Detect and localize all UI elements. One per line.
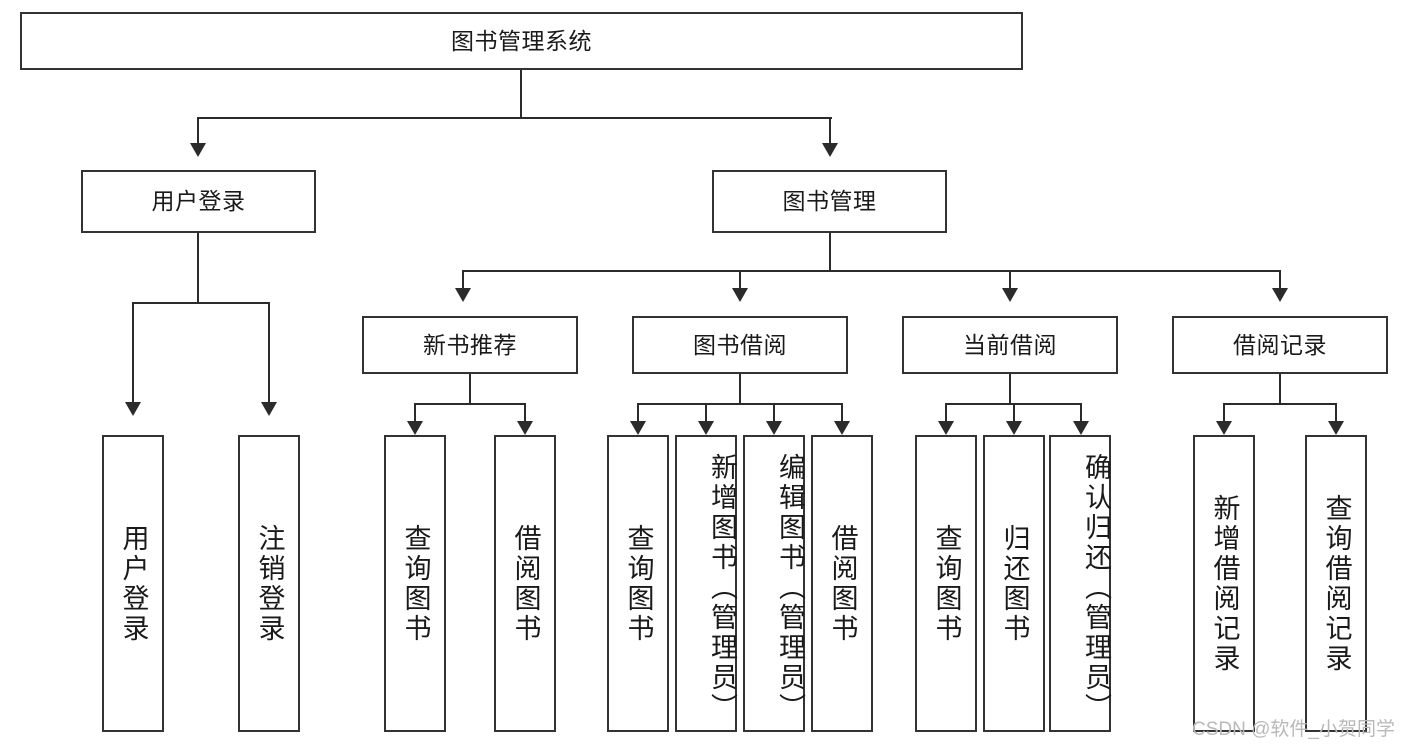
leaf-return-book[interactable]: 归还图书 <box>983 435 1045 732</box>
arrowhead-leaf-user-login <box>125 402 141 416</box>
connector-new-book-bus <box>415 403 525 405</box>
node-label: 归还图书 <box>999 523 1030 644</box>
connector-drop-book-mgmt <box>829 117 831 145</box>
node-label: 确认归还（管理员） <box>1081 452 1111 723</box>
connector-book-borrow-bus <box>638 403 842 405</box>
node-label: 用户登录 <box>118 523 149 644</box>
node-borrow-record[interactable]: 借阅记录 <box>1172 316 1388 374</box>
arrowhead-leaf-return-book <box>1006 421 1022 435</box>
node-label: 查询图书 <box>931 523 962 644</box>
arrowhead-leaf-add-record <box>1216 421 1232 435</box>
leaf-confirm-return-admin[interactable]: 确认归还（管理员） <box>1049 435 1111 732</box>
node-label: 当前借阅 <box>963 331 1057 358</box>
arrowhead-book-borrow <box>732 288 748 302</box>
connector-user-login-leaf1 <box>132 302 134 404</box>
node-label: 借阅图书 <box>827 523 858 644</box>
connector-root-stem <box>520 70 522 118</box>
node-root-system[interactable]: 图书管理系统 <box>20 12 1023 70</box>
arrowhead-user-login <box>190 143 206 157</box>
connector-drop-user-login <box>197 117 199 145</box>
arrowhead-new-book <box>455 288 471 302</box>
connector-current-borrow-stem <box>1009 374 1011 404</box>
leaf-query-borrow-record[interactable]: 查询借阅记录 <box>1305 435 1367 732</box>
arrowhead-current-borrow <box>1002 288 1018 302</box>
arrowhead-leaf-query-record <box>1328 421 1344 435</box>
node-label: 图书借阅 <box>693 331 787 358</box>
connector-current-borrow-leaf1 <box>945 403 947 423</box>
arrowhead-leaf-confirm-return <box>1073 421 1089 435</box>
leaf-logout[interactable]: 注销登录 <box>238 435 300 732</box>
connector-borrow-record-leaf2 <box>1335 403 1337 423</box>
leaf-query-book-current[interactable]: 查询图书 <box>915 435 977 732</box>
connector-book-mgmt-stem <box>829 233 831 271</box>
watermark-text: CSDN @软件_小贺同学 <box>1192 719 1395 740</box>
node-label: 编辑图书（管理员） <box>775 452 805 723</box>
connector-drop-borrow-record <box>1279 270 1281 290</box>
connector-borrow-record-leaf1 <box>1223 403 1225 423</box>
connector-current-borrow-leaf2 <box>1013 403 1015 423</box>
connector-new-book-leaf1 <box>414 403 416 423</box>
node-label: 借阅图书 <box>510 523 541 644</box>
node-label: 图书管理 <box>782 188 877 215</box>
leaf-add-borrow-record[interactable]: 新增借阅记录 <box>1193 435 1255 732</box>
node-book-borrow[interactable]: 图书借阅 <box>632 316 848 374</box>
leaf-query-book-borrow[interactable]: 查询图书 <box>607 435 669 732</box>
connector-borrow-record-stem <box>1279 374 1281 404</box>
node-label: 新增图书（管理员） <box>707 452 737 723</box>
arrowhead-leaf-add-book <box>698 421 714 435</box>
connector-book-borrow-leaf4 <box>841 403 843 423</box>
node-label: 查询图书 <box>623 523 654 644</box>
node-book-management[interactable]: 图书管理 <box>712 170 947 233</box>
connector-drop-book-borrow <box>739 270 741 290</box>
leaf-add-book-admin[interactable]: 新增图书（管理员） <box>675 435 737 732</box>
connector-new-book-leaf2 <box>524 403 526 423</box>
connector-user-login-leaf2 <box>268 302 270 404</box>
connector-user-login-stem <box>197 233 199 303</box>
node-label: 查询借阅记录 <box>1321 493 1352 674</box>
arrowhead-leaf-borrow-book-2 <box>834 421 850 435</box>
connector-drop-current-borrow <box>1009 270 1011 290</box>
arrowhead-borrow-record <box>1272 288 1288 302</box>
connector-root-bus <box>198 117 832 119</box>
leaf-user-login[interactable]: 用户登录 <box>102 435 164 732</box>
connector-new-book-stem <box>469 374 471 404</box>
arrowhead-leaf-borrow-book-1 <box>517 421 533 435</box>
arrowhead-book-mgmt <box>822 143 838 157</box>
node-current-borrow[interactable]: 当前借阅 <box>902 316 1118 374</box>
arrowhead-leaf-logout <box>261 402 277 416</box>
node-label: 图书管理系统 <box>451 27 592 54</box>
leaf-edit-book-admin[interactable]: 编辑图书（管理员） <box>743 435 805 732</box>
leaf-query-book-new[interactable]: 查询图书 <box>384 435 446 732</box>
node-label: 注销登录 <box>254 523 285 644</box>
node-label: 查询图书 <box>400 523 431 644</box>
leaf-borrow-book-new[interactable]: 借阅图书 <box>494 435 556 732</box>
leaf-borrow-book[interactable]: 借阅图书 <box>811 435 873 732</box>
connector-book-borrow-leaf2 <box>705 403 707 423</box>
arrowhead-leaf-query-book-1 <box>407 421 423 435</box>
node-label: 借阅记录 <box>1233 331 1327 358</box>
node-user-login[interactable]: 用户登录 <box>81 170 316 233</box>
node-label: 用户登录 <box>151 188 246 215</box>
connector-book-borrow-leaf1 <box>637 403 639 423</box>
connector-user-login-bus <box>133 302 269 304</box>
connector-book-borrow-stem <box>739 374 741 404</box>
connector-book-borrow-leaf3 <box>773 403 775 423</box>
node-new-book-recommend[interactable]: 新书推荐 <box>362 316 578 374</box>
connector-drop-new-book <box>462 270 464 290</box>
node-label: 新书推荐 <box>423 331 517 358</box>
node-label: 新增借阅记录 <box>1209 493 1240 674</box>
connector-book-mgmt-bus <box>463 270 1280 272</box>
connector-borrow-record-bus <box>1224 403 1336 405</box>
arrowhead-leaf-query-book-2 <box>630 421 646 435</box>
arrowhead-leaf-query-book-3 <box>938 421 954 435</box>
arrowhead-leaf-edit-book <box>766 421 782 435</box>
connector-current-borrow-leaf3 <box>1080 403 1082 423</box>
